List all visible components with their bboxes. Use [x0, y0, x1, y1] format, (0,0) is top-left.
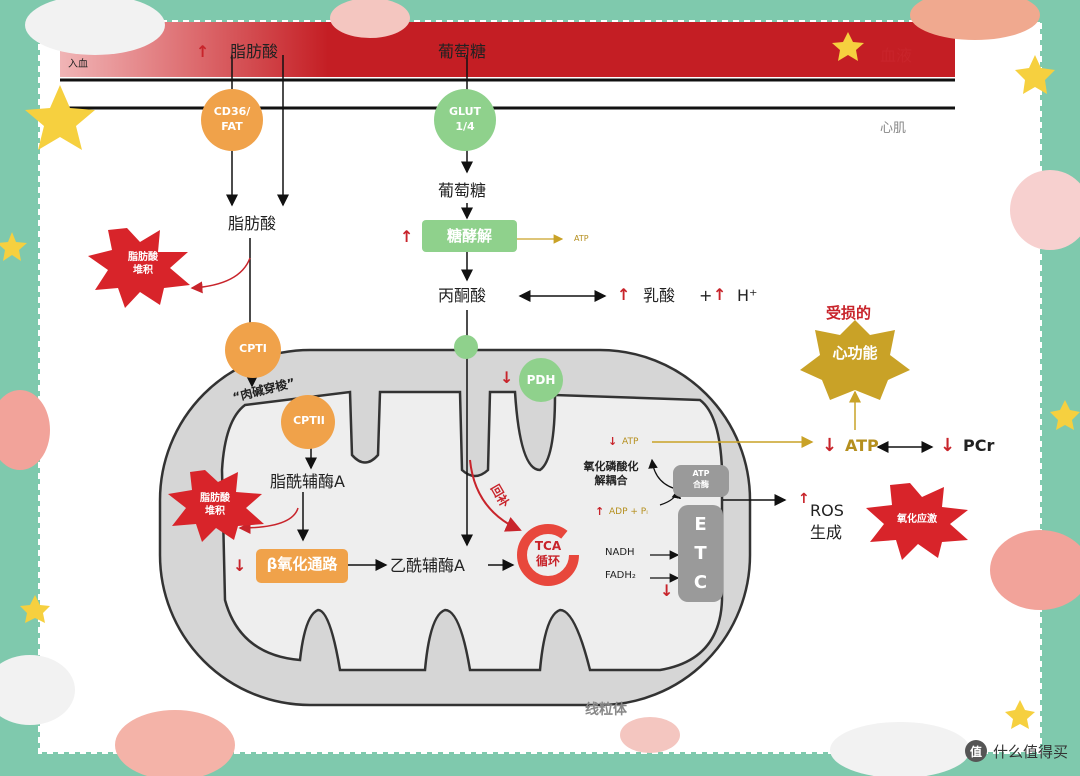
star-decoration	[25, 85, 95, 150]
fa-accum-burst-1	[88, 228, 190, 308]
cloud-decoration	[330, 0, 410, 38]
atp-small-label: ATP	[622, 437, 639, 447]
blood-label: 血液	[880, 46, 913, 65]
fa-accum-label-2: 脂肪酸 堆积	[200, 493, 230, 517]
pdh-label: PDH	[526, 373, 556, 387]
down-arrow-pdh: ↓	[500, 368, 514, 387]
watermark-text: 什么值得买	[992, 742, 1068, 761]
star-decoration	[0, 232, 27, 261]
star-decoration	[20, 595, 50, 623]
glycolysis-box	[422, 220, 517, 252]
mitochondrion-inner-membrane	[220, 390, 724, 672]
tca-label: TCA 循环	[534, 539, 562, 568]
fatty-acyl-coa-label: 脂酰辅酶A	[270, 472, 345, 491]
star-decoration	[1005, 700, 1035, 729]
down-arrow-atp-small: ↓	[608, 435, 618, 448]
down-arrow-atp: ↓	[822, 435, 838, 456]
mitochondrion-label: 线粒体	[585, 702, 627, 718]
beta-oxidation-box	[256, 549, 348, 583]
fadh2-label: FADH₂	[605, 570, 636, 581]
glycolysis-label: 糖酵解	[446, 227, 492, 245]
cd36-label: CD36/ FAT	[213, 105, 251, 133]
watermark-icon: 值	[964, 740, 987, 762]
fatty-acid-label: 脂肪酸	[228, 214, 277, 233]
lactate-label: 乳酸	[643, 286, 676, 305]
cpt1-enzyme	[225, 322, 281, 378]
glucose-top-label: 葡萄糖	[438, 42, 487, 61]
pyruvate-label: 丙酮酸	[438, 286, 487, 305]
up-arrow-proton: ↑	[713, 285, 727, 304]
etc-label: E T C	[693, 514, 708, 593]
up-arrow-fa-uptake: ↑	[196, 42, 210, 61]
up-arrow-ros: ↑	[798, 491, 810, 507]
atp-synthase	[673, 465, 729, 497]
impaired-label: 受损的	[826, 304, 872, 322]
pcr-label: PCr	[963, 436, 995, 455]
atp-label: ATP	[845, 436, 879, 455]
watermark: 值 什么值得买	[964, 740, 1068, 762]
cloud-decoration	[620, 717, 680, 753]
pdh-enzyme	[519, 358, 563, 402]
up-arrow-glycolysis: ↑	[400, 227, 414, 246]
adp-pi-label: ADP + Pᵢ	[609, 507, 648, 517]
down-arrow-etc: ↓	[660, 581, 674, 600]
beta-oxidation-label: β氧化通路	[266, 555, 338, 573]
uncoupling-label: 氧化磷酸化 解耦合	[583, 460, 639, 487]
star-decoration	[832, 32, 864, 61]
fatty-acid-top-label: 脂肪酸	[230, 42, 279, 61]
mpc-carrier	[454, 335, 478, 359]
heart-muscle-label: 心肌	[880, 121, 907, 136]
glucose-label: 葡萄糖	[438, 181, 487, 200]
cardiac-function-label: 心功能	[832, 344, 878, 362]
oxidative-stress-burst	[866, 483, 968, 560]
proton-label: H⁺	[737, 286, 758, 305]
cpt2-enzyme	[281, 395, 335, 449]
cut-label: 入血	[68, 59, 88, 70]
blood-band	[60, 22, 955, 77]
star-decoration	[1015, 55, 1055, 94]
cloud-decoration	[1010, 170, 1080, 250]
cloud-decoration	[25, 0, 165, 55]
cloud-decoration	[115, 710, 235, 776]
glut-label: GLUT 1/4	[448, 105, 482, 133]
oxidative-stress-label: 氧化应激	[897, 514, 937, 525]
cardiac-function-badge	[800, 320, 910, 400]
cd36-transporter	[201, 89, 263, 151]
glut-transporter	[434, 89, 496, 151]
cloud-decoration	[0, 390, 50, 470]
cloud-decoration	[990, 530, 1080, 610]
nadh-label: NADH	[605, 547, 635, 558]
cloud-decoration	[0, 655, 75, 725]
cpt1-label: CPTI	[239, 342, 267, 355]
down-arrow-pcr: ↓	[940, 435, 956, 456]
arrow-fa-accum-1	[190, 257, 251, 294]
fa-accum-label-1: 脂肪酸 堆积	[128, 252, 158, 276]
arrow-fa-accum-2	[238, 507, 299, 534]
tca-cycle-ring	[517, 524, 579, 586]
atp-glycolysis-label: ATP	[574, 234, 589, 243]
ros-label: ROS 生成	[810, 501, 844, 542]
atp-synthase-label: ATP 合酶	[692, 469, 710, 489]
etc-complex	[678, 505, 723, 602]
up-arrow-adp: ↑	[595, 505, 605, 518]
acetyl-coa-label: 乙酰辅酶A	[390, 556, 465, 575]
plus-label: +	[699, 286, 713, 305]
cpt2-label: CPTII	[293, 414, 325, 427]
star-decoration	[1050, 400, 1080, 430]
fa-accum-burst-2	[168, 470, 264, 542]
arrow-anaplerosis	[469, 459, 522, 532]
down-arrow-beta-oxidation: ↓	[233, 556, 247, 575]
cloud-decoration	[910, 0, 1040, 40]
up-arrow-lactate: ↑	[617, 285, 631, 304]
cloud-decoration	[830, 722, 970, 776]
